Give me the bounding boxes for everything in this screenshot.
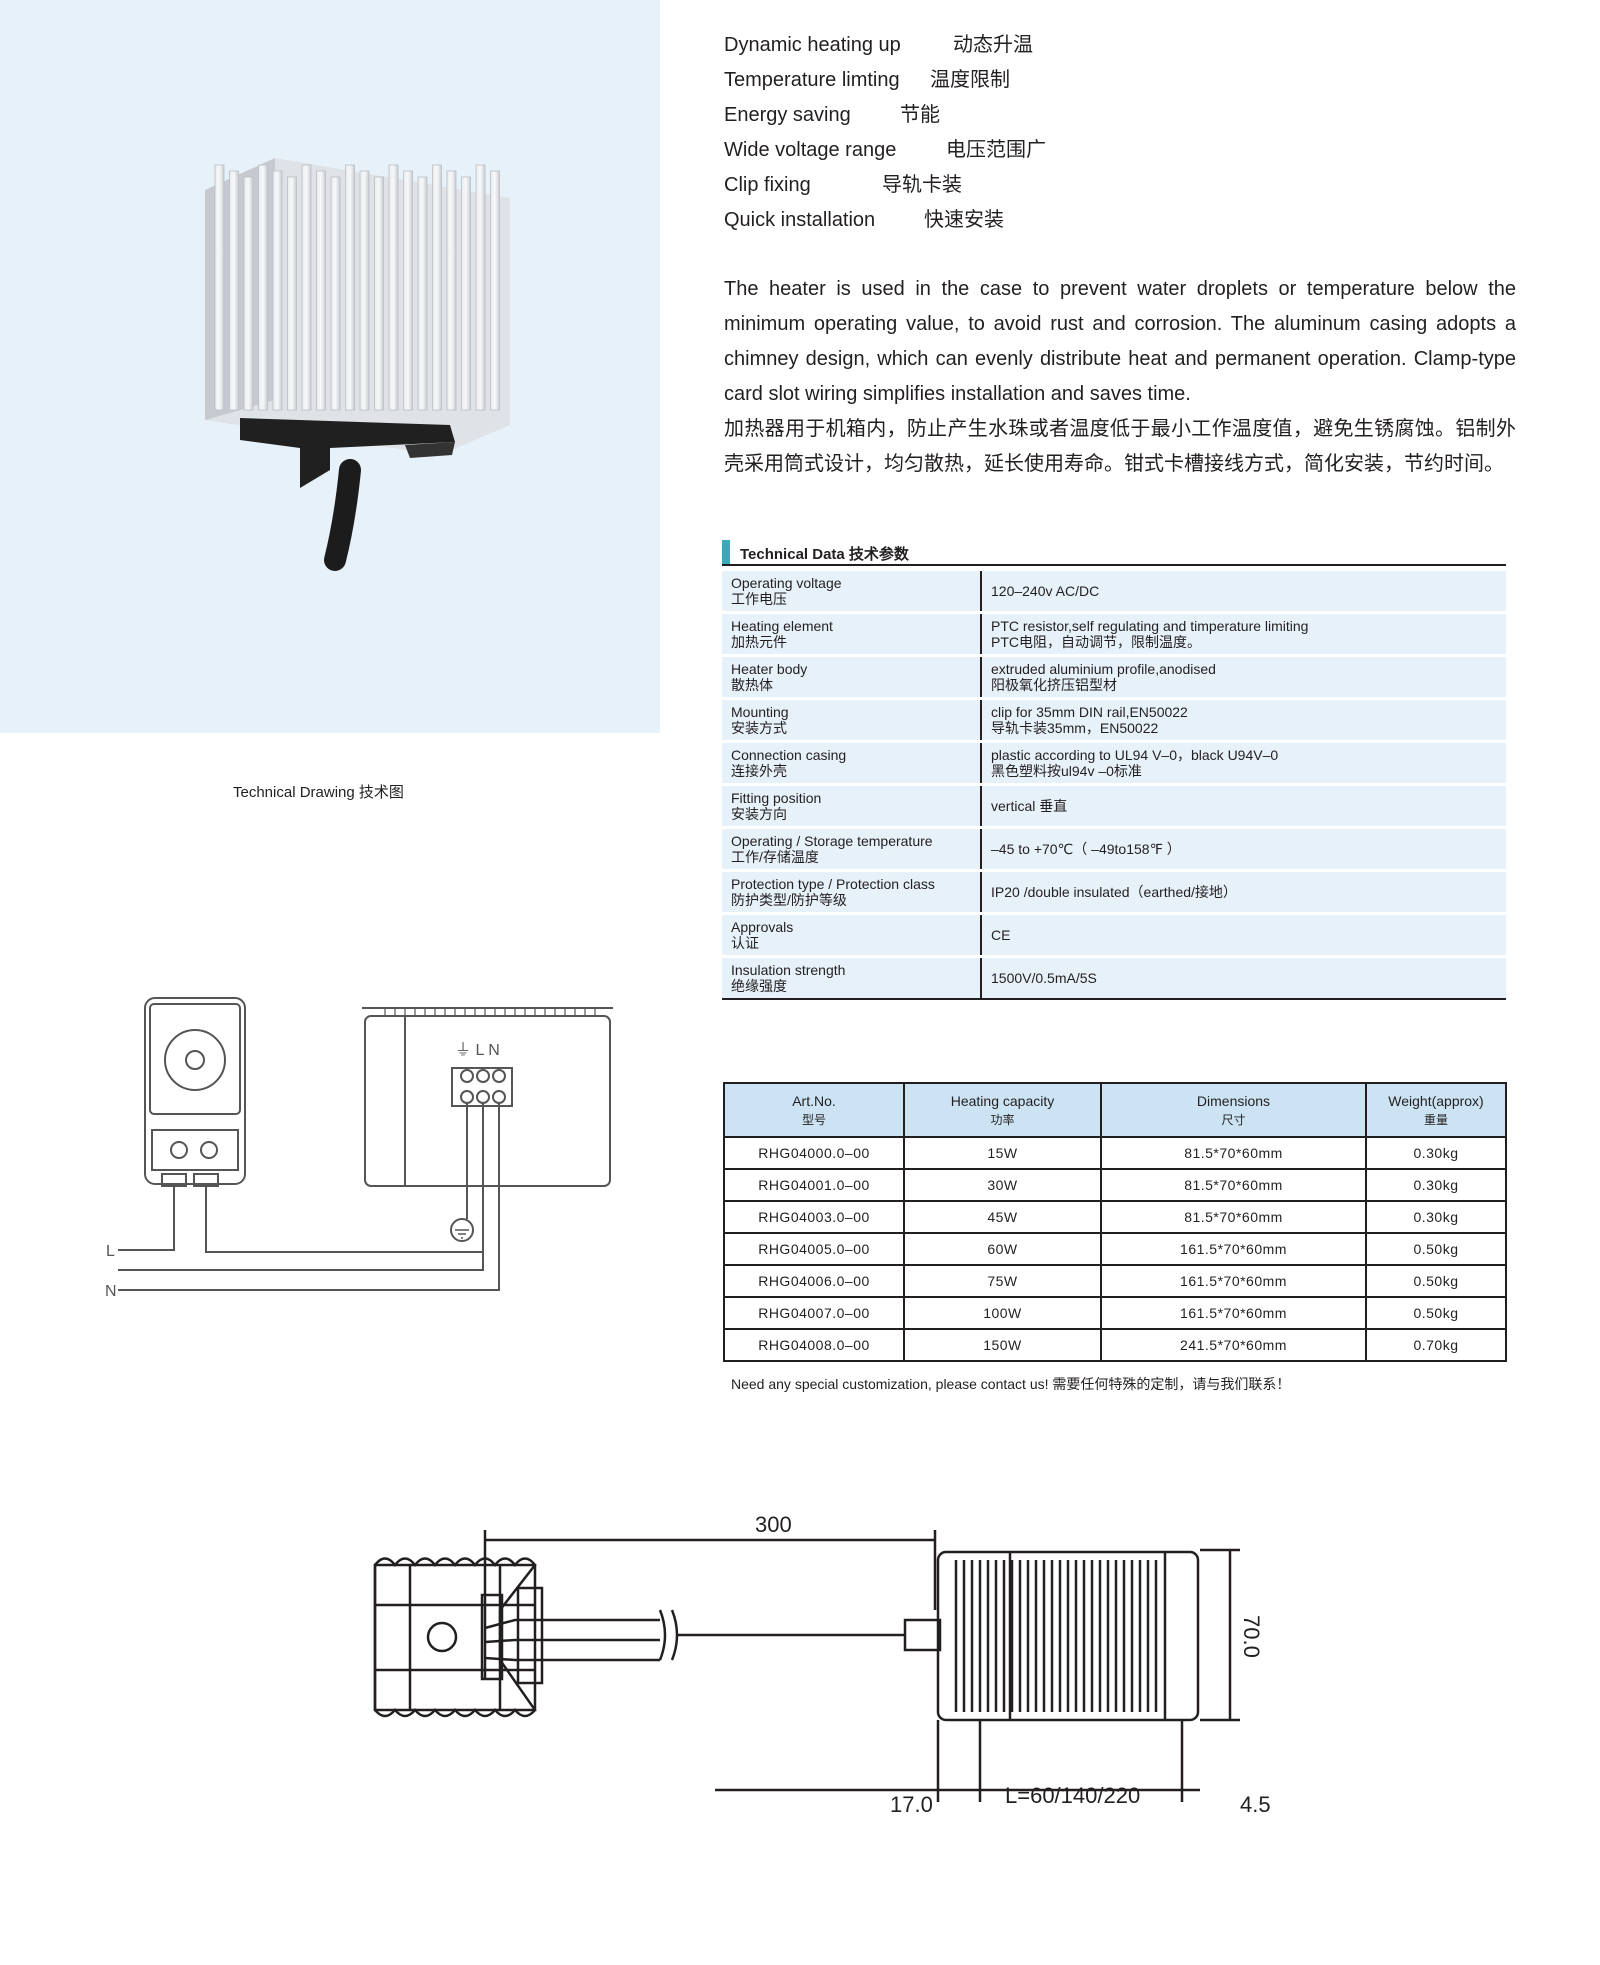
heater-photo — [205, 158, 510, 571]
model-cell: 161.5*70*60mm — [1100, 1264, 1367, 1298]
model-cell: RHG04006.0–00 — [723, 1264, 905, 1298]
wire-label-n: N — [105, 1283, 117, 1300]
model-cell: 241.5*70*60mm — [1100, 1328, 1367, 1362]
model-cell: 0.30kg — [1365, 1168, 1507, 1202]
model-cell: 0.50kg — [1365, 1232, 1507, 1266]
model-cell: 75W — [903, 1264, 1102, 1298]
model-cell: 15W — [903, 1136, 1102, 1170]
technical-data-heading: Technical Data 技术参数 — [722, 540, 1506, 566]
model-cell: 0.30kg — [1365, 1200, 1507, 1234]
wiring-diagram: ⏚ L N L N — [105, 997, 613, 1300]
dim-right: 4.5 — [1240, 1792, 1271, 1817]
tech-value: PTC resistor,self regulating and timpera… — [982, 614, 1506, 654]
technical-drawing-label: Technical Drawing 技术图 — [233, 784, 404, 801]
description-en: The heater is used in the case to preven… — [724, 278, 1516, 405]
model-cell: 45W — [903, 1200, 1102, 1234]
model-cell: 100W — [903, 1296, 1102, 1330]
tech-value: IP20 /double insulated（earthed/接地） — [982, 872, 1506, 912]
model-cell: RHG04001.0–00 — [723, 1168, 905, 1202]
dimension-drawing: 300 70.0 17.0 L=60/140/220 4.5 — [373, 1512, 1271, 1817]
model-cell: 81.5*70*60mm — [1100, 1200, 1367, 1234]
col-art-no: Art.No.型号 — [723, 1082, 905, 1138]
dim-body-length: L=60/140/220 — [1005, 1783, 1140, 1808]
description-zh: 加热器用于机箱内，防止产生水珠或者温度低于最小工作温度值，避免生锈腐蚀。铝制外壳… — [724, 418, 1516, 475]
dim-cable-length: 300 — [755, 1512, 792, 1537]
model-cell: 161.5*70*60mm — [1100, 1296, 1367, 1330]
model-cell: 161.5*70*60mm — [1100, 1232, 1367, 1266]
wire-label-l: L — [106, 1243, 115, 1260]
model-cell: RHG04000.0–00 — [723, 1136, 905, 1170]
model-cell: 150W — [903, 1328, 1102, 1362]
model-cell: RHG04007.0–00 — [723, 1296, 905, 1330]
col-weight: Weight(approx)重量 — [1365, 1082, 1507, 1138]
model-cell: 81.5*70*60mm — [1100, 1168, 1367, 1202]
product-description: The heater is used in the case to preven… — [724, 272, 1516, 482]
dim-height: 70.0 — [1239, 1615, 1264, 1658]
tech-value: –45 to +70℃（ –49to158℉ ） — [982, 829, 1506, 869]
heading-accent-bar — [722, 540, 730, 564]
tech-value: CE — [982, 915, 1506, 955]
model-cell: 81.5*70*60mm — [1100, 1136, 1367, 1170]
tech-value: 120–240v AC/DC — [982, 571, 1506, 611]
product-photo-panel — [0, 0, 660, 733]
dim-left: 17.0 — [890, 1792, 933, 1817]
model-cell: RHG04008.0–00 — [723, 1328, 905, 1362]
model-cell: RHG04003.0–00 — [723, 1200, 905, 1234]
tech-value: vertical 垂直 — [982, 786, 1506, 826]
model-cell: 30W — [903, 1168, 1102, 1202]
model-cell: 60W — [903, 1232, 1102, 1266]
model-cell: 0.50kg — [1365, 1296, 1507, 1330]
customization-note: Need any special customization, please c… — [731, 1376, 1291, 1392]
tech-value: plastic according to UL94 V–0，black U94V… — [982, 743, 1506, 783]
model-cell: 0.50kg — [1365, 1264, 1507, 1298]
model-cell: 0.30kg — [1365, 1136, 1507, 1170]
model-cell: RHG04005.0–00 — [723, 1232, 905, 1266]
model-cell: 0.70kg — [1365, 1328, 1507, 1362]
tech-value: 1500V/0.5mA/5S — [982, 958, 1506, 1000]
terminal-labels: ⏚ L N — [455, 1041, 500, 1059]
